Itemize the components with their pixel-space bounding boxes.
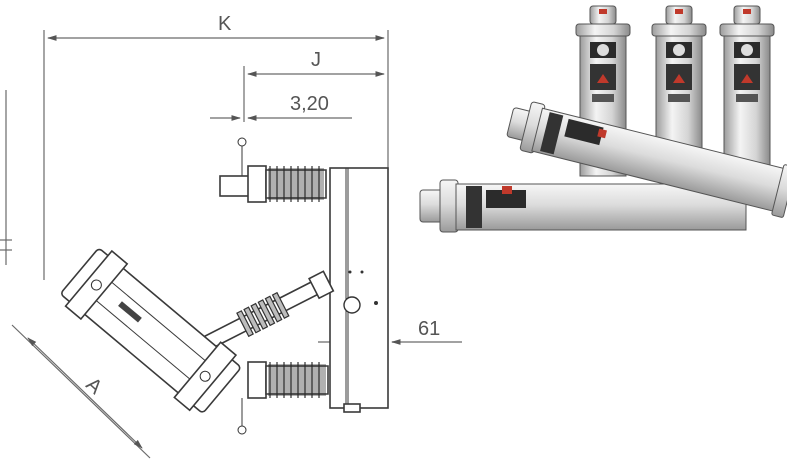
operating-rod-insulator: [202, 270, 335, 351]
product-photo: [419, 5, 787, 233]
frame-plate: [329, 167, 389, 409]
fuse-carrier: [61, 248, 241, 413]
dimension-k-label: K: [218, 13, 232, 35]
upright-fuse-3: [719, 5, 775, 177]
left-edge-dimension-fragment: [0, 90, 12, 265]
lower-insulator: [237, 361, 329, 435]
dimension-offset-value: 3,20: [290, 93, 329, 115]
dimension-side: 61: [318, 318, 462, 345]
upper-insulator: [219, 137, 327, 203]
lying-fuse-front: [506, 101, 787, 218]
dimension-j-label: J: [311, 49, 321, 71]
dimension-offset: 3,20: [210, 93, 352, 121]
dimension-side-value: 61: [418, 318, 440, 340]
dimension-k: K: [43, 13, 389, 280]
dimension-j: J: [243, 49, 385, 122]
technical-drawing: [61, 137, 389, 435]
